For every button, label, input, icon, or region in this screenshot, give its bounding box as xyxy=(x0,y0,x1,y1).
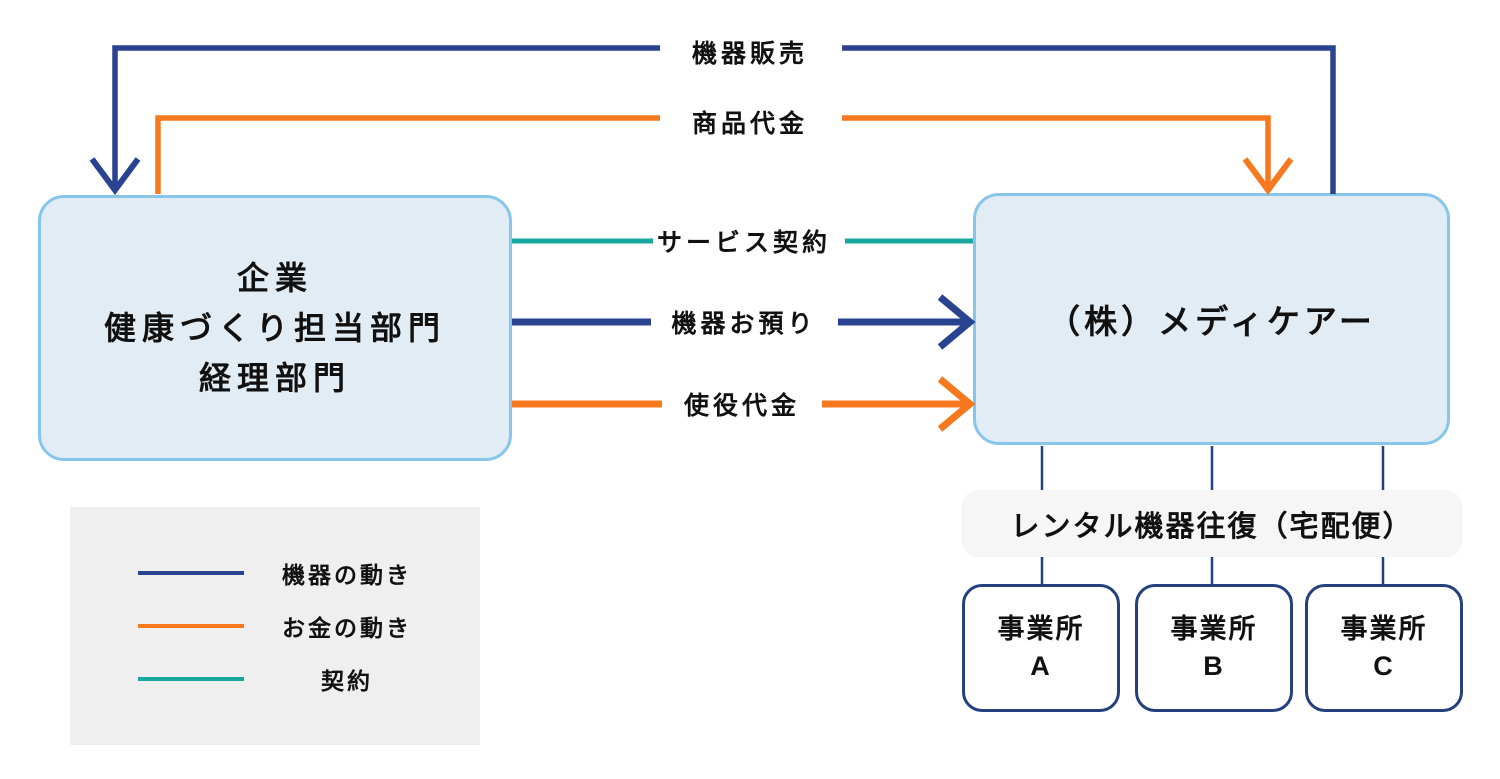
legend-money-line-icon xyxy=(138,624,244,628)
office-box-c: 事業所 C xyxy=(1305,584,1463,712)
legend-row-contract: 契約 xyxy=(70,667,480,694)
office-b-title: 事業所 xyxy=(1170,614,1258,644)
office-c-letter: C xyxy=(1373,651,1395,681)
flow-label-usage-fee: 使役代金 xyxy=(679,386,805,422)
equipment-sale-arrowhead-icon xyxy=(89,157,141,196)
office-c-title: 事業所 xyxy=(1340,614,1428,644)
equipment-sale-line-left xyxy=(112,45,660,189)
legend-panel: 機器の動き お金の動き 契約 xyxy=(70,507,480,745)
medicare-box-label: （株）メディケアー xyxy=(1047,303,1376,340)
legend-money-label: お金の動き xyxy=(282,615,412,641)
legend-contract-line-icon xyxy=(138,677,244,681)
office-a-title: 事業所 xyxy=(997,614,1085,644)
rental-courier-label: レンタル機器往復（宅配便） xyxy=(962,490,1462,557)
product-payment-line-left xyxy=(155,115,660,194)
flow-label-service-contract: サービス契約 xyxy=(652,223,836,259)
company-box: 企業 健康づくり担当部門 経理部門 xyxy=(38,195,512,461)
legend-equipment-line-icon xyxy=(138,571,244,575)
medicare-box: （株）メディケアー xyxy=(973,193,1450,445)
company-box-label: 企業 健康づくり担当部門 経理部門 xyxy=(104,253,446,403)
office-a-letter: A xyxy=(1030,651,1052,681)
office-box-a: 事業所 A xyxy=(962,584,1120,712)
equipment-sale-line-right xyxy=(842,45,1336,194)
company-line-1: 企業 xyxy=(236,260,313,296)
office-b-letter: B xyxy=(1203,651,1225,681)
product-payment-line-right xyxy=(842,115,1271,189)
flow-label-equipment-deposit: 機器お預り xyxy=(667,304,821,340)
legend-contract-label: 契約 xyxy=(321,668,373,694)
legend-row-money: お金の動き xyxy=(70,614,480,641)
flow-label-equipment-sale: 機器販売 xyxy=(687,34,813,70)
flow-label-product-payment: 商品代金 xyxy=(687,104,813,140)
company-line-3: 経理部門 xyxy=(198,360,351,396)
equipment-deposit-arrowhead-icon xyxy=(937,294,976,350)
usage-fee-arrowhead-icon xyxy=(937,376,976,432)
legend-equipment-label: 機器の動き xyxy=(282,562,412,588)
product-payment-arrowhead-icon xyxy=(1242,157,1294,196)
legend-row-equipment: 機器の動き xyxy=(70,561,480,588)
office-box-b: 事業所 B xyxy=(1135,584,1293,712)
company-line-2: 健康づくり担当部門 xyxy=(103,310,446,346)
